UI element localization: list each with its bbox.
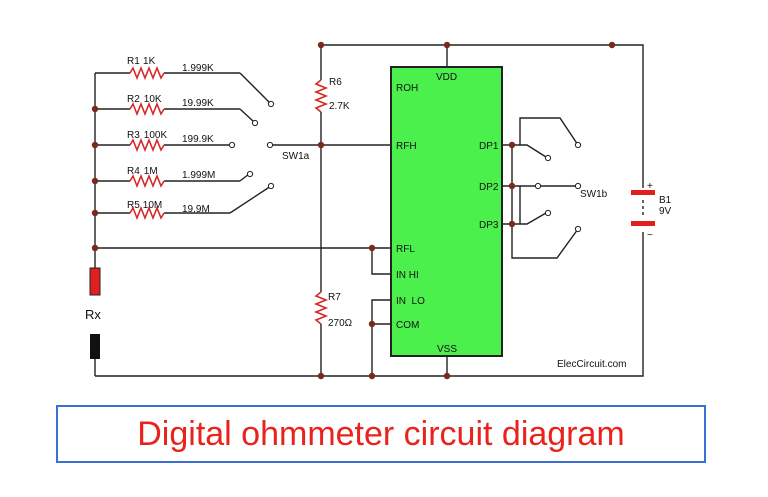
switch-a-contact-4 [246, 170, 254, 178]
switch-a-arm-5 [229, 185, 272, 214]
ic-pin-vss: VSS [437, 344, 457, 355]
junction [91, 209, 99, 217]
ic-pin-rfl: RFL [396, 244, 415, 255]
battery-plate-top [631, 190, 655, 195]
switch-a-contact-1 [267, 100, 275, 108]
ic-pin-vdd: VDD [436, 72, 457, 83]
r6-value-label: 2.7K [329, 101, 350, 112]
junction [368, 244, 376, 252]
junction [508, 141, 516, 149]
wire-inlo [371, 299, 391, 325]
switch-a-arm-2 [239, 108, 255, 123]
r7-value-label: 270Ω [328, 318, 353, 329]
junction [508, 220, 516, 228]
switch-b-contact-2 [534, 182, 542, 190]
junction [91, 244, 99, 252]
ic-pin-rfh: RFH [396, 141, 417, 152]
junction [608, 41, 616, 49]
resistor-r1 [129, 65, 165, 81]
battery-minus-label: − [647, 230, 653, 241]
watermark: ElecCircuit.com [557, 359, 626, 370]
junction [508, 182, 516, 190]
r6-name-label: R6 [329, 77, 342, 88]
rx-top-terminal [89, 267, 101, 296]
rx-label: Rx [85, 307, 101, 322]
ic-pin-dp3: DP3 [479, 220, 499, 231]
battery-name-label: B1 [659, 195, 672, 206]
resistor-r7 [313, 291, 329, 325]
resistor-r5 [129, 205, 165, 221]
r4-range-label: 1.999M [182, 170, 215, 181]
resistor-r6 [313, 79, 329, 113]
switch-b-contact-3 [544, 209, 552, 217]
junction [368, 320, 376, 328]
ic-pin-dp2: DP2 [479, 182, 499, 193]
wire-dp1 [502, 144, 547, 158]
ic-pin-in-lo: IN LO [396, 296, 425, 307]
junction [91, 141, 99, 149]
ic-pin-com: COM [396, 320, 419, 331]
caption-box: Digital ohmmeter circuit diagram [56, 405, 706, 463]
switch-a-common [266, 141, 274, 149]
junction [317, 141, 325, 149]
rx-bottom-terminal [90, 334, 100, 359]
resistor-r2 [129, 101, 165, 117]
junction [317, 372, 325, 380]
wire-inhi [371, 248, 391, 275]
wire-dp-loop-top [519, 117, 579, 146]
switch-a-arm-1 [239, 72, 272, 105]
battery-plus-label: + [647, 181, 653, 192]
switch-a-contact-2 [251, 119, 259, 127]
wire-dp-loop [511, 145, 579, 259]
switch-b-common [574, 182, 582, 190]
switch-a-contact-3 [228, 141, 236, 149]
battery-plate-bottom [631, 221, 655, 226]
r7-name-label: R7 [328, 292, 341, 303]
ic-pin-dp1: DP1 [479, 141, 499, 152]
diagram-caption: Digital ohmmeter circuit diagram [137, 414, 625, 453]
junction [317, 41, 325, 49]
junction [368, 372, 376, 380]
switch-a-label: SW1a [282, 151, 310, 162]
junction [91, 105, 99, 113]
junction [91, 177, 99, 185]
resistor-r3 [129, 137, 165, 153]
switch-b-label: SW1b [580, 189, 608, 200]
switch-b-contact-4 [574, 141, 582, 149]
junction [443, 41, 451, 49]
switch-b-contact-1 [544, 154, 552, 162]
r2-range-label: 19.99K [182, 98, 214, 109]
switch-b-contact-5 [574, 225, 582, 233]
r5-range-label: 19.9M [182, 204, 210, 215]
battery-value-label: 9V [659, 206, 672, 217]
ic-pin-roh: ROH [396, 83, 418, 94]
junction [443, 372, 451, 380]
wire-bottom-rail [95, 232, 644, 377]
ic-chip [390, 66, 503, 357]
r1-range-label: 1.999K [182, 63, 214, 74]
ic-pin-in-hi: IN HI [396, 270, 419, 281]
wire-dp3 [502, 212, 547, 225]
switch-a-contact-5 [267, 182, 275, 190]
r3-range-label: 199.9K [182, 134, 214, 145]
wire-top-rail [321, 44, 644, 188]
resistor-r4 [129, 173, 165, 189]
